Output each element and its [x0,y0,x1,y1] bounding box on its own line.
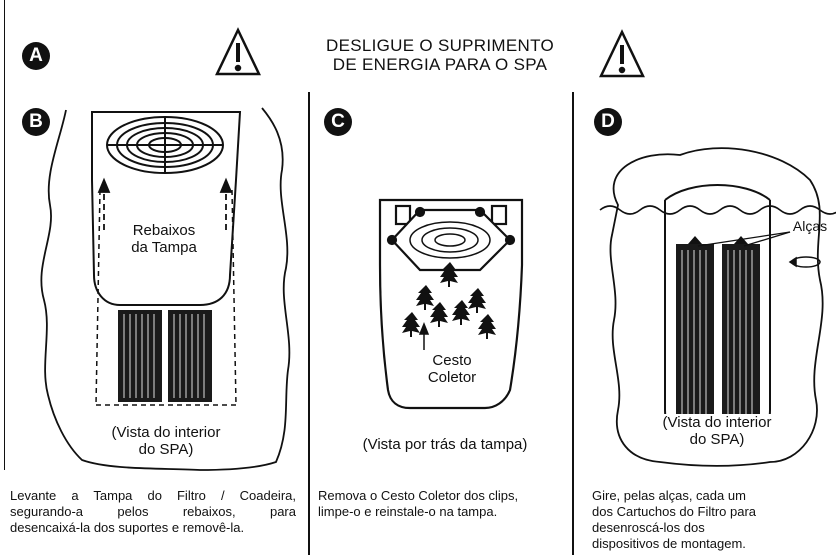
caption-b-line-2: segurando-a pelos rebaixos, para [10,504,296,519]
view-d-line-2: do SPA) [689,431,745,448]
instruction-text-b: Levante a Tampa do Filtro / Coadeira, se… [10,488,296,536]
step-d-badge: D [594,108,622,136]
caption-b-line-3: desencaixá-la dos suportes e removê-la. [10,520,245,535]
step-a-badge: A [22,42,50,70]
handles-callout: Alças [786,218,834,235]
lid-back-view-c [378,198,524,410]
filter-lid-b [91,111,242,306]
view-note-c: (Vista por trás da tampa) [330,436,560,453]
handle-pointers-d [697,231,791,247]
callout-b-line-1: Rebaixos [132,222,196,239]
caption-c-line-1: Remova o Cesto Coletor dos clips, [318,488,519,503]
filter-cartridges-b [118,310,212,402]
view-c-line-1: (Vista por trás da tampa) [362,436,528,453]
lift-arrows-b [97,177,233,230]
warning-line-2: DE ENERGIA PARA O SPA [332,55,548,74]
view-b-line-2: do SPA) [138,441,194,458]
debris-leaf-icons-c [402,262,496,339]
lid-recess-callout: Rebaixos da Tampa [112,222,216,256]
page-edge-line [4,0,5,470]
basket-pointer-c [418,321,430,350]
step-c-badge: C [324,108,352,136]
caption-d-line-2: dos Cartuchos do Filtro para [592,504,757,519]
spa-wall-outline-d [609,147,824,467]
caption-c-line-2: limpe-o e reinstale-o na tampa. [318,504,498,519]
caption-d-line-4: dispositivos de montagem. [592,536,746,551]
filter-cartridges-d [676,236,760,422]
panel-divider-right [572,92,574,555]
warning-line-1: DESLIGUE O SUPRIMENTO [326,36,554,55]
panel-divider-left [308,92,310,555]
rotate-arrow-icon-d [788,256,821,268]
debris-basket-callout: Cesto Coletor [412,352,492,386]
view-d-line-1: (Vista do interior [662,414,772,431]
instruction-text-c: Remova o Cesto Coletor dos clips, limpe-… [318,488,568,520]
power-warning-title: DESLIGUE O SUPRIMENTO DE ENERGIA PARA O … [300,36,580,74]
callout-c-line-1: Cesto [432,352,472,369]
callout-c-line-2: Coletor [427,369,477,386]
step-b-badge: B [22,108,50,136]
caption-d-line-1: Gire, pelas alças, cada um [592,488,746,503]
warning-triangle-icon-left [215,27,261,76]
water-line-d [599,205,836,215]
warning-triangle-icon-right [599,29,645,78]
callout-d-line-1: Alças [792,218,828,234]
caption-b-line-1: Levante a Tampa do Filtro / Coadeira, [10,488,296,503]
view-note-b: (Vista do interior do SPA) [86,424,246,458]
caption-d-line-3: desenroscá-los dos [592,520,705,535]
view-note-d: (Vista do interior do SPA) [642,414,792,448]
instruction-text-d: Gire, pelas alças, cada um dos Cartuchos… [592,488,832,552]
view-b-line-1: (Vista do interior [111,424,221,441]
callout-b-line-2: da Tampa [131,239,197,256]
spa-wall-outline-b [40,107,291,471]
